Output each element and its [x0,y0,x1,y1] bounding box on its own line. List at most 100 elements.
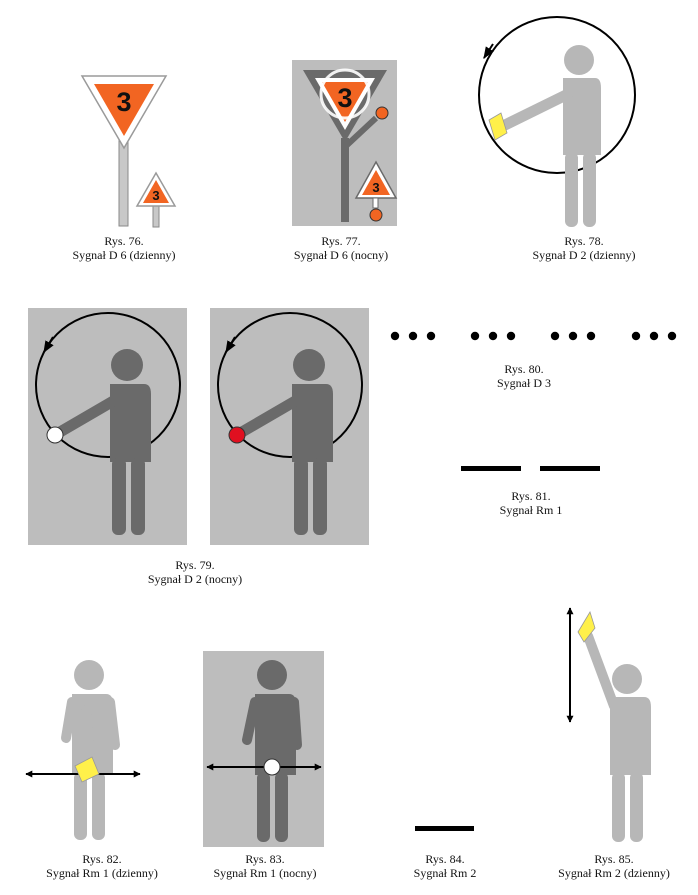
person-torso [110,384,151,462]
figure-number: Rys. 76. [104,234,144,248]
white-lamp-icon [46,426,64,444]
rys84-single-dash [415,826,474,831]
circular-motion-path-right [217,312,363,458]
caption-rys85: Rys. 85. Sygnał Rm 2 (dzienny) [558,852,670,880]
rotation-arrow-icon [225,336,236,354]
caption-rys84: Rys. 84. Sygnał Rm 2 [414,852,477,880]
night-lamp-orange [375,106,389,120]
figure-number: Rys. 78. [564,234,604,248]
caption-rys81: Rys. 81. Sygnał Rm 1 [500,489,563,517]
person-right-leg [630,772,643,842]
signal-dot [408,331,418,341]
person-right-leg [92,772,105,840]
small-night-sign-orange [362,170,390,195]
rotation-arrow-icon [43,336,54,354]
figure-caption: Sygnał Rm 2 (dzienny) [558,866,670,880]
person-torso [563,78,601,155]
signal-dash [540,466,600,471]
rys81-dash-signal [461,466,600,471]
person-head [111,349,143,381]
person-right-arm [289,697,302,750]
sign-number: 3 [116,87,131,117]
signal-dot [470,331,480,341]
figure-caption: Sygnał D 2 (dzienny) [532,248,636,262]
signal-dash [461,466,521,471]
caption-rys76: Rys. 76. Sygnał D 6 (dzienny) [73,234,176,262]
caption-rys78: Rys. 78. Sygnał D 2 (dzienny) [533,234,636,262]
figure-number: Rys. 85. [594,852,634,866]
sign-triangle-orange [94,84,154,136]
figure-caption: Sygnał Rm 1 [499,503,563,517]
person-arm-raised [236,394,303,438]
figure-caption: Sygnał Rm 1 (dzienny) [46,866,158,880]
person-left-leg [257,772,270,842]
rys77-night-sign-figure: 3 3 [292,60,398,226]
night-sign-post [341,138,349,222]
figure-caption: Sygnał Rm 1 (nocny) [213,866,317,880]
white-lamp-icon [263,758,281,776]
person-head [293,349,325,381]
person-right-leg [275,772,288,842]
figure-caption: Sygnał D 6 (nocny) [293,248,389,262]
caption-rys79: Rys. 79. Sygnał D 2 (nocny) [148,558,242,586]
person-torso [610,697,651,775]
person-arm-lowered [81,705,95,767]
figure-caption: Sygnał D 3 [497,376,551,390]
signal-dot [667,331,677,341]
sign-post [118,137,129,227]
small-night-lamp [369,208,383,222]
person-arm-raised [583,631,619,711]
rys78-d2-day-figure [478,16,636,227]
person-left-leg [294,458,308,535]
person-left-leg [565,152,578,227]
rys82-rm1-day-figure [25,660,141,840]
night-sign-orange [322,82,368,122]
figure-number: Rys. 84. [425,852,465,866]
yellow-flag-icon [577,611,596,643]
figure-number: Rys. 77. [321,234,361,248]
rys83-rm1-night-figure [203,651,324,847]
yellow-flag-icon [488,112,508,141]
illumination-halo [319,68,371,120]
small-night-sign-number: 3 [372,180,379,195]
person-right-leg [131,458,145,535]
signal-dot [488,331,498,341]
signal-dot [649,331,659,341]
night-sign-number: 3 [337,83,352,113]
person-left-leg [112,458,126,535]
person-arm-raised [54,394,121,438]
rys76-day-sign-figure: 3 3 [80,75,177,228]
figure-number: Rys. 79. [175,558,215,572]
small-sign-orange [143,180,169,203]
figure-caption: Sygnał D 6 (dzienny) [72,248,176,262]
person-head [74,660,104,690]
person-arm-lowered [263,705,276,765]
rotation-arrow-icon [483,43,494,60]
person-left-arm [242,697,260,745]
yellow-flag-icon [74,756,100,783]
signal-dot [631,331,641,341]
caption-rys80: Rys. 80. Sygnał D 3 [497,362,551,390]
lamp-arm [344,115,379,148]
person-torso [292,384,333,462]
small-night-sign-post [372,197,379,209]
caption-rys82: Rys. 82. Sygnał Rm 1 (dzienny) [46,852,158,880]
person-left-arm [61,697,77,743]
night-panel-left [28,308,187,545]
red-lamp-icon [228,426,246,444]
rys85-rm2-day-figure [566,607,651,842]
circular-motion-path-left [35,312,181,458]
person-arm-raised [499,88,574,131]
person-head [612,664,642,694]
figure-caption: Sygnał D 2 (nocny) [147,572,243,586]
person-left-leg [74,772,87,840]
signal-dot [390,331,400,341]
signal-dot [506,331,516,341]
person-right-leg [313,458,327,535]
figure-caption: Sygnał Rm 2 [413,866,477,880]
figure-number: Rys. 83. [245,852,285,866]
figure-number: Rys. 82. [82,852,122,866]
circular-motion-path [478,16,636,174]
signal-dot [586,331,596,341]
